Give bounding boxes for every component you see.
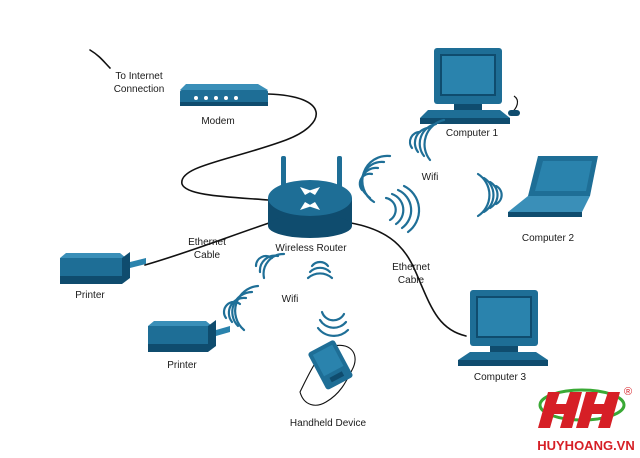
wifi-waves-router-right — [384, 184, 421, 234]
modem-icon — [180, 84, 268, 106]
computer3-label: Computer 3 — [474, 372, 527, 383]
computer2-icon — [508, 156, 598, 217]
ethernet-left-label-line1: Ethernet — [188, 237, 226, 248]
ethernet-left-label-line2: Cable — [194, 250, 221, 261]
ethernet-cable-left — [144, 221, 273, 266]
ethernet-right-label-line1: Ethernet — [392, 262, 430, 273]
wifi-waves-printer2-router — [254, 252, 286, 280]
router-label: Wireless Router — [275, 243, 347, 254]
internet-label-line1: To Internet — [115, 71, 162, 82]
handheld-device-icon — [299, 340, 356, 406]
computer3-icon — [458, 290, 548, 366]
wifi-waves-handheld — [316, 310, 350, 337]
ethernet-right-label-line2: Cable — [398, 275, 425, 286]
computer1-label: Computer 1 — [446, 128, 499, 139]
internet-label-line2: Connection — [114, 84, 165, 95]
watermark-text: HUYHOANG.VN — [537, 438, 635, 453]
ethernet-cable-right — [344, 221, 467, 337]
wifi-bottom-label: Wifi — [282, 294, 299, 305]
wifi-waves-computer2 — [476, 172, 503, 218]
wifi-waves-handheld-router — [306, 260, 334, 280]
printer1-label: Printer — [75, 290, 105, 301]
wifi-waves-computer1 — [408, 118, 446, 162]
printer2-icon — [148, 320, 230, 352]
huyhoang-logo: ® HUYHOANG.VN — [537, 386, 635, 453]
modem-label: Modem — [201, 116, 234, 127]
printer2-label: Printer — [167, 360, 197, 371]
handheld-label: Handheld Device — [290, 418, 367, 429]
registered-mark: ® — [624, 386, 632, 398]
computer2-label: Computer 2 — [522, 233, 575, 244]
wifi-top-label: Wifi — [422, 172, 439, 183]
printer1-icon — [60, 252, 146, 284]
wifi-waves-printer2 — [222, 284, 260, 332]
modem-router-cable — [181, 93, 317, 201]
computer1-icon — [420, 48, 520, 124]
internet-cable — [89, 49, 111, 69]
wireless-router-icon — [268, 156, 352, 238]
wifi-waves-router-upper — [358, 154, 392, 204]
